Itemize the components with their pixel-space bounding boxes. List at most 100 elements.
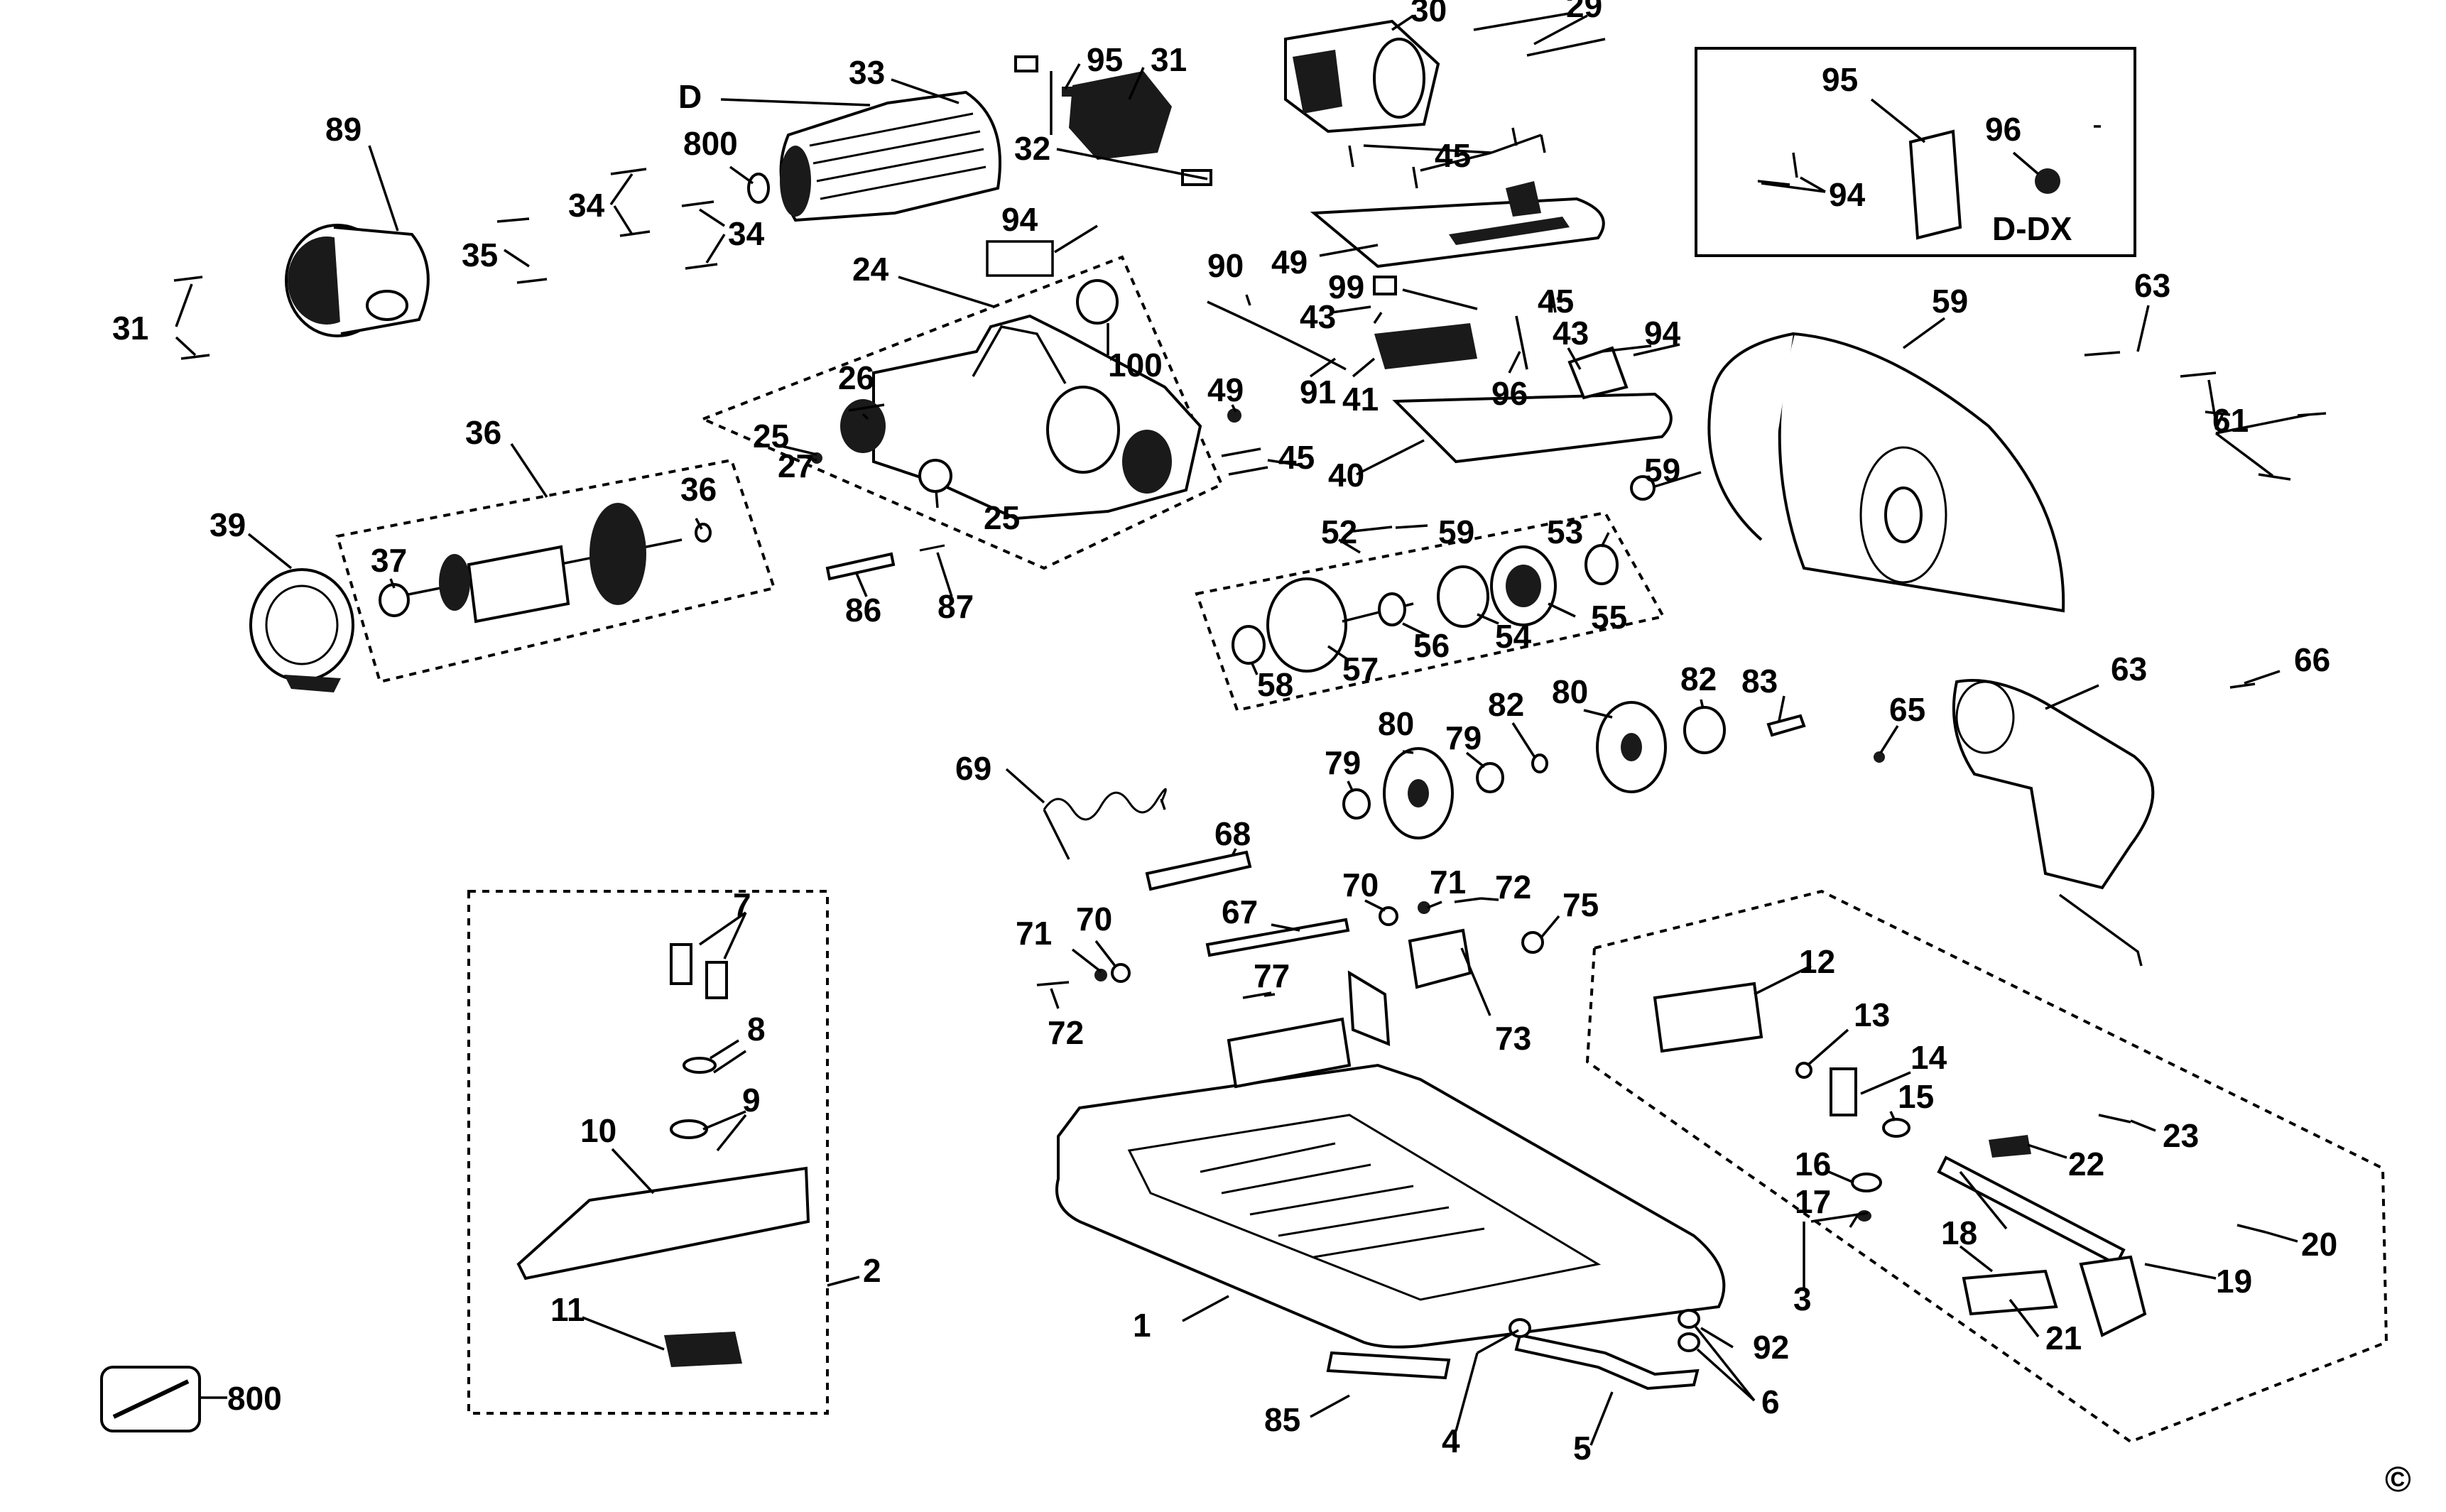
part-label: 7 <box>733 886 751 923</box>
part-label: 71 <box>1430 864 1466 901</box>
part-label: 73 <box>1495 1020 1531 1057</box>
part-label: 96 <box>1491 375 1528 412</box>
part-1-base <box>1055 970 1726 1349</box>
part-51-bearing <box>1585 544 1619 585</box>
part-label: 30 <box>1410 0 1447 28</box>
part-100-ring <box>1076 279 1119 325</box>
part-27-28-pins <box>811 452 822 464</box>
part-52-bearing-plate <box>1490 545 1557 626</box>
part-75-washer-a <box>1342 788 1371 820</box>
part-label: 14 <box>1910 1039 1947 1076</box>
part-label: 33 <box>849 54 885 91</box>
part-label: 59 <box>1644 452 1680 489</box>
part-label: 96 <box>1985 111 2021 148</box>
part-76-flange-a <box>1383 747 1454 839</box>
part-label: 54 <box>1495 618 1532 655</box>
part-label: 83 <box>1741 663 1778 700</box>
part-label: 22 <box>2068 1146 2104 1182</box>
part-68-nut-b <box>1111 963 1131 983</box>
part-53-ring <box>1437 565 1489 628</box>
part-label: 70 <box>1076 901 1112 937</box>
part-label: 66 <box>2294 641 2330 678</box>
part-14-nut <box>1830 1067 1857 1116</box>
part-93-block <box>1373 276 1397 295</box>
part-label: 95 <box>1087 41 1123 78</box>
part-label: 86 <box>845 592 881 629</box>
part-label: 91 <box>1300 374 1336 410</box>
part-85-foot <box>1326 1351 1451 1380</box>
part-label: 63 <box>2134 267 2170 304</box>
assembly-code-ddx: D-DX <box>1992 210 2072 247</box>
part-82-pin <box>825 552 896 581</box>
part-88-clip <box>1062 87 1077 97</box>
part-54-spindle <box>1342 592 1414 626</box>
part-69-washer-a <box>1418 901 1430 914</box>
part-5-wrench <box>1514 1333 1700 1391</box>
part-label: 31 <box>1151 41 1187 78</box>
part-label: 45 <box>1538 283 1574 320</box>
part-95-board <box>1908 129 1962 240</box>
part-label: 5 <box>1573 1430 1592 1467</box>
part-label: 23 <box>2163 1117 2199 1154</box>
part-31-switch <box>1069 71 1172 160</box>
part-21-jaw <box>1962 1269 2058 1316</box>
part-16-washer <box>1851 1173 1882 1192</box>
part-80-motor-end-cap <box>285 224 430 337</box>
part-label: 80 <box>1552 673 1588 710</box>
part-label: 69 <box>955 750 991 787</box>
part-32-tab <box>1014 55 1038 72</box>
screws <box>173 127 2327 999</box>
part-29-rod-b <box>1526 38 1606 57</box>
part-10-fence <box>516 1166 810 1280</box>
part-label: 37 <box>371 542 407 579</box>
part-label: 58 <box>1257 666 1293 703</box>
part-label: 17 <box>1795 1183 1831 1220</box>
part-label: 70 <box>1342 866 1379 903</box>
part-99-bearing <box>747 173 770 204</box>
part-label: 25 <box>753 418 789 455</box>
part-label: 100 <box>1108 347 1163 384</box>
part-57-blade-guard <box>1707 332 2065 613</box>
part-55-gear <box>1266 577 1347 673</box>
leader-lines <box>175 14 2309 1446</box>
fence-group-outline <box>467 890 829 1415</box>
assembly-code-d: D <box>678 78 702 115</box>
part-label: 34 <box>728 215 765 252</box>
part-30-field-coil <box>1284 19 1440 134</box>
part-labels: 30 29 95 31 33 D 32 89 800 45 34 94 34 3… <box>112 0 2411 1499</box>
part-label: 77 <box>1254 957 1290 994</box>
part-label: 75 <box>1562 886 1599 923</box>
part-label: 9 <box>742 1082 761 1119</box>
part-label: 27 <box>778 447 814 484</box>
part-83-spring <box>919 544 945 552</box>
part-label: 57 <box>1342 651 1379 687</box>
part-label: 36 <box>465 414 501 451</box>
part-23-pin <box>2098 1114 2131 1124</box>
part-19-handle <box>2079 1255 2147 1337</box>
part-label: 39 <box>210 506 246 543</box>
tool-800-box <box>100 1366 201 1432</box>
part-label: 55 <box>1591 599 1627 636</box>
part-12-bracket <box>1653 981 1763 1053</box>
part-96-capacitor <box>2035 168 2060 194</box>
part-66-pin <box>1145 850 1252 891</box>
part-75-washer-b <box>1476 762 1504 793</box>
part-label: 20 <box>2301 1226 2337 1263</box>
part-label: 72 <box>1048 1014 1084 1051</box>
part-label: 10 <box>580 1112 616 1149</box>
part-24-gear-housing <box>840 314 1202 521</box>
part-61-lower-guard <box>1952 679 2155 967</box>
part-label: 800 <box>683 125 738 162</box>
part-13-ring <box>1795 1062 1812 1079</box>
copyright-mark: © <box>2385 1459 2411 1499</box>
part-39-bearing <box>379 583 410 617</box>
part-label: 71 <box>1016 915 1052 952</box>
part-label: 32 <box>1014 130 1050 167</box>
part-label: 26 <box>838 359 874 396</box>
part-label: 65 <box>1889 691 1925 728</box>
part-25-bearing <box>918 459 952 493</box>
part-label: 80 <box>1378 705 1414 742</box>
part-68-nut-a <box>1379 906 1398 926</box>
part-label: 800 <box>227 1380 282 1417</box>
